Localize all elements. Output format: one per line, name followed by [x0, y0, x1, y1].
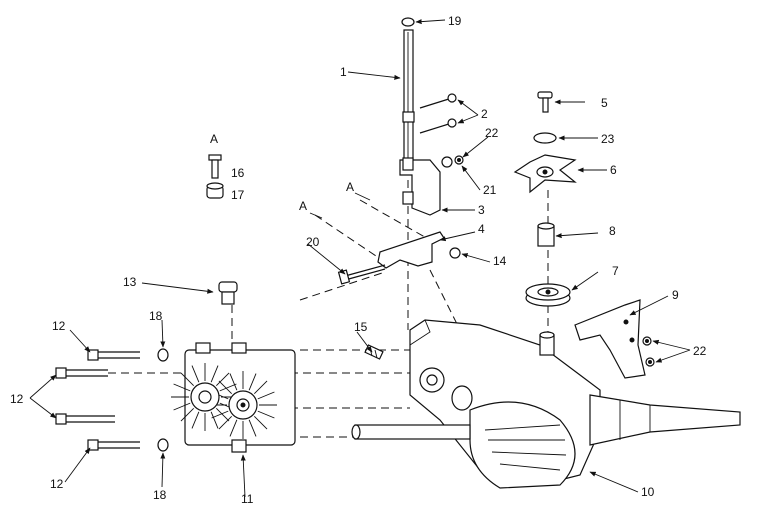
- washer-18-bottom: [157, 438, 169, 452]
- nut-14: [449, 247, 461, 259]
- label-4: 4: [478, 222, 485, 236]
- bolt-5: [537, 91, 553, 113]
- belt-guard-9: [574, 299, 646, 379]
- label-14: 14: [493, 254, 507, 268]
- shift-rod: [401, 17, 415, 161]
- cover-fin: [191, 365, 200, 383]
- cover-fin: [215, 407, 230, 422]
- label-19: 19: [448, 14, 462, 28]
- bolt-12-top: [87, 349, 140, 361]
- label-22-right: 22: [693, 344, 707, 358]
- cover-fin: [180, 372, 195, 387]
- label-1: 1: [340, 65, 347, 79]
- label-11: 11: [241, 492, 254, 506]
- cover-fin: [180, 407, 195, 422]
- cooling-fan-6: [513, 154, 577, 194]
- label-18-top: 18: [149, 309, 163, 323]
- label-15: 15: [354, 320, 368, 334]
- label-16: 16: [231, 166, 245, 180]
- label-12-bottom: 12: [50, 477, 64, 491]
- transaxle-housing-10: [351, 319, 741, 489]
- label-6: 6: [610, 163, 617, 177]
- set-screw-15: [364, 344, 384, 360]
- label-23: 23: [601, 132, 615, 146]
- cover-fin: [257, 391, 275, 400]
- washer-23: [533, 132, 557, 144]
- label-2: 2: [481, 107, 488, 121]
- bolt-20: [337, 264, 386, 285]
- cover-fin: [211, 410, 229, 419]
- label-20: 20: [306, 235, 320, 249]
- label-18-bottom: 18: [153, 488, 167, 502]
- label-17: 17: [231, 188, 245, 202]
- label-ref-a-2: A: [299, 199, 307, 213]
- cover-fin: [191, 411, 200, 429]
- cover-plate-11: [171, 342, 296, 453]
- label-9: 9: [672, 288, 679, 302]
- cover-fin: [218, 415, 233, 430]
- label-22-top: 22: [485, 126, 499, 140]
- cover-fin: [210, 411, 219, 429]
- shift-bracket: [399, 157, 441, 216]
- label-5: 5: [601, 96, 608, 110]
- screw-pair: [419, 93, 457, 134]
- label-3: 3: [478, 203, 485, 217]
- washer-18-top: [157, 348, 169, 362]
- pulley-7: [525, 283, 571, 307]
- label-7: 7: [612, 264, 619, 278]
- label-ref-a-1: A: [346, 180, 354, 194]
- cover-fin: [210, 365, 219, 383]
- cover-fin: [215, 372, 230, 387]
- bolt-12-upper-mid: [55, 367, 108, 379]
- cover-fin: [173, 402, 191, 411]
- label-13: 13: [123, 275, 137, 289]
- callout-labels: 19 1 2 22 21 3 4 14 5 23 6 8 7 9 22 10 1…: [10, 14, 707, 506]
- cover-fin: [218, 380, 233, 395]
- cover-fin: [219, 383, 237, 392]
- nut-washer-21: [441, 155, 464, 168]
- label-12-mid: 12: [10, 392, 24, 406]
- cover-fin: [253, 415, 268, 430]
- cover-fin: [229, 419, 238, 437]
- bolt-12-bottom: [87, 439, 140, 451]
- shift-lever-plate: [377, 231, 445, 269]
- label-10: 10: [641, 485, 655, 499]
- detail-a-parts: [206, 154, 224, 199]
- leader-lines: [29, 19, 691, 498]
- label-12-top: 12: [52, 319, 66, 333]
- screws-22-right: [642, 336, 655, 367]
- cover-fin: [248, 373, 257, 391]
- spacer-8: [537, 222, 555, 247]
- cover-fin: [229, 373, 238, 391]
- bolt-12-lower-mid: [55, 413, 115, 425]
- bolts-12: [55, 349, 140, 451]
- label-21: 21: [483, 183, 497, 197]
- cover-fin: [257, 410, 275, 419]
- cover-fin: [248, 419, 257, 437]
- label-8: 8: [609, 224, 616, 238]
- cover-fin: [173, 383, 191, 392]
- cover-fin: [253, 380, 268, 395]
- label-detail-a: A: [210, 132, 218, 146]
- breather-13: [218, 281, 238, 305]
